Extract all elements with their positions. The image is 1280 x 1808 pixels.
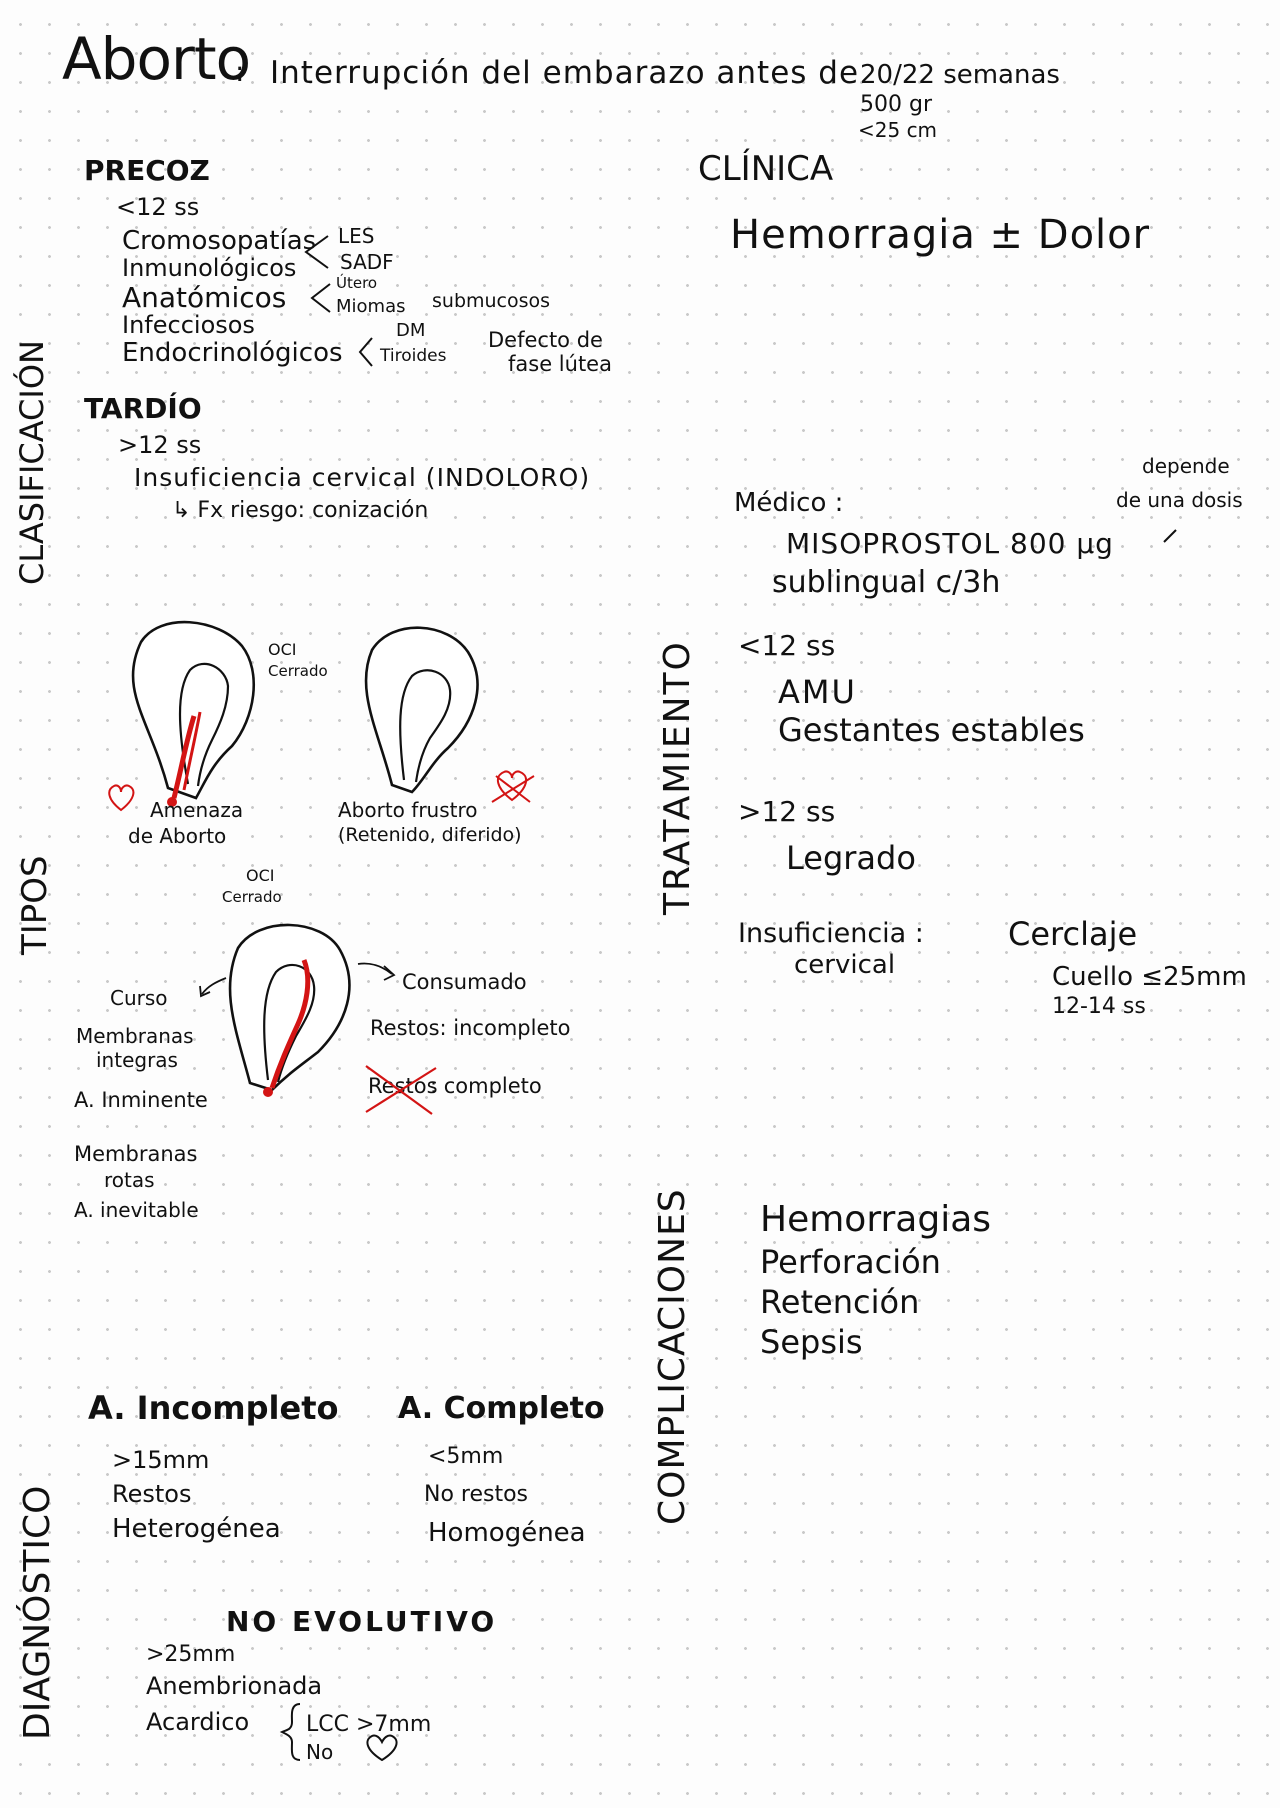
crossed-heart-icon [491, 770, 535, 803]
heart-icon-red [108, 784, 135, 812]
cause-endocrinologicos: Endocrinológicos [122, 338, 343, 368]
uterus-curso [228, 923, 351, 1097]
precoz-weeks: <12 ss [116, 193, 200, 221]
weight-limit: 500 gr [860, 92, 932, 117]
complicacion-hemorragias: Hemorragias [760, 1199, 992, 1240]
page-title: Aborto [62, 25, 251, 93]
anat-miomas: Miomas [336, 296, 406, 317]
restos-incompleto-label: Restos: incompleto [370, 1016, 571, 1040]
legrado-label: Legrado [786, 839, 916, 877]
completo-title: A. Completo [398, 1391, 605, 1426]
inmuno-les: LES [338, 224, 375, 248]
uterus-amenaza [131, 620, 255, 807]
no-label: No [306, 1740, 334, 1764]
section-label-diagnostico: DIAGNÓSTICO [17, 1485, 58, 1740]
acardico-brace [279, 1703, 301, 1761]
dosis-label: de una dosis [1116, 488, 1243, 512]
endo-defecto: Defecto de [488, 328, 603, 352]
endo-dm: DM [396, 320, 426, 341]
endo-tiroides: Tiroides [380, 346, 447, 366]
clinica-text: Hemorragia ± Dolor [730, 212, 1151, 258]
cervical-label: cervical [794, 950, 896, 980]
cause-anatomicos: Anatómicos [122, 281, 287, 314]
sublingual-label: sublingual c/3h [772, 565, 1001, 600]
section-label-complicaciones: COMPLICACIONES [652, 1188, 693, 1525]
definition-text: Interrupción del embarazo antes de [270, 55, 860, 91]
insuficiencia-label: Insuficiencia : [738, 918, 924, 949]
gestantes-label: Gestantes estables [778, 711, 1085, 749]
cerclaje-label: Cerclaje [1008, 915, 1138, 953]
no-evolutivo-item-1: >25mm [146, 1642, 236, 1667]
medico-label: Médico : [734, 488, 844, 518]
membranas-rotas-2: rotas [104, 1168, 155, 1192]
completo-item-1: <5mm [428, 1444, 504, 1469]
miomas-submucosos: submucosos [432, 290, 551, 312]
inmuno-sadf: SADF [340, 250, 394, 274]
section-label-tratamiento: TRATAMIENTO [657, 640, 698, 915]
completo-item-3: Homogénea [428, 1518, 586, 1548]
lcc-label: LCC >7mm [306, 1712, 432, 1737]
membranas-integras-2: integras [96, 1048, 178, 1072]
heart-icon [366, 1734, 398, 1762]
completo-item-2: No restos [424, 1482, 529, 1507]
cuello-label: Cuello ≤25mm [1052, 962, 1247, 992]
incompleto-item-3: Heterogénea [112, 1514, 281, 1544]
title-colon: : [235, 55, 245, 88]
inevitable-label: A. inevitable [74, 1198, 199, 1222]
precoz-brackets [304, 235, 373, 367]
tardio-cause: Insuficiencia cervical (INDOLORO) [134, 463, 591, 492]
clinica-heading: CLÍNICA [698, 149, 834, 189]
frustro-label-2: (Retenido, diferido) [338, 824, 522, 846]
precoz-heading: PRECOZ [84, 154, 210, 187]
complicacion-retencion: Retención [760, 1283, 920, 1321]
completo-label: : completo [430, 1074, 542, 1098]
weeks-limit: 20/22 semanas [860, 60, 1060, 90]
tardio-heading: TARDÍO [84, 392, 202, 425]
frustro-label: Aborto frustro [338, 798, 478, 822]
misoprostol-dose: MISOPROSTOL 800 μg [786, 527, 1114, 560]
restos-cross-mark [365, 1065, 437, 1115]
amenaza-label-2: de Aborto [128, 824, 227, 848]
amenaza-label: Amenaza [150, 798, 244, 822]
incompleto-item-2: Restos [112, 1480, 192, 1508]
cause-cromosopatias: Cromosopatías [122, 226, 317, 256]
cerrado-label-2: Cerrado [222, 888, 282, 906]
endo-fase-lutea: fase lútea [508, 352, 612, 376]
section-label-clasificacion: CLASIFICACIÓN [13, 340, 51, 585]
incompleto-item-1: >15mm [112, 1446, 210, 1474]
curso-label: Curso [110, 986, 168, 1010]
section-label-tipos: TIPOS [15, 855, 55, 955]
complicacion-sepsis: Sepsis [760, 1323, 863, 1361]
inminente-label: A. Inminente [74, 1088, 208, 1112]
mayor12-label: >12 ss [738, 795, 836, 828]
membranas-integras-1: Membranas [76, 1024, 194, 1048]
cause-inmunologicos: Inmunológicos [122, 254, 297, 282]
oci-label-1: OCI [268, 640, 297, 659]
length-limit: <25 cm [858, 118, 938, 142]
membranas-rotas-1: Membranas [74, 1142, 198, 1166]
anat-utero: Útero [336, 274, 378, 292]
amu-label: AMU [778, 673, 857, 711]
semanas-label: 12-14 ss [1052, 994, 1146, 1019]
no-evolutivo-item-2: Anembrionada [146, 1672, 323, 1700]
cerrado-label-1: Cerrado [268, 662, 328, 680]
depende-label: depende [1142, 454, 1230, 478]
tardio-weeks: >12 ss [118, 431, 202, 459]
oci-label-2: OCI [246, 866, 275, 885]
complicacion-perforacion: Perforación [760, 1243, 941, 1281]
uterus-frustro [364, 626, 479, 794]
no-evolutivo-item-3: Acardico [146, 1708, 250, 1736]
cause-infecciosos: Infecciosos [122, 311, 255, 339]
consumado-label: Consumado [402, 970, 527, 994]
menor12-label: <12 ss [738, 629, 836, 662]
tardio-risk: ↳ Fx riesgo: conización [172, 498, 429, 523]
tipos-arrows [199, 962, 396, 998]
no-evolutivo-title: NO EVOLUTIVO [226, 1605, 498, 1638]
depende-tick [1163, 529, 1177, 543]
incompleto-title: A. Incompleto [88, 1389, 339, 1427]
